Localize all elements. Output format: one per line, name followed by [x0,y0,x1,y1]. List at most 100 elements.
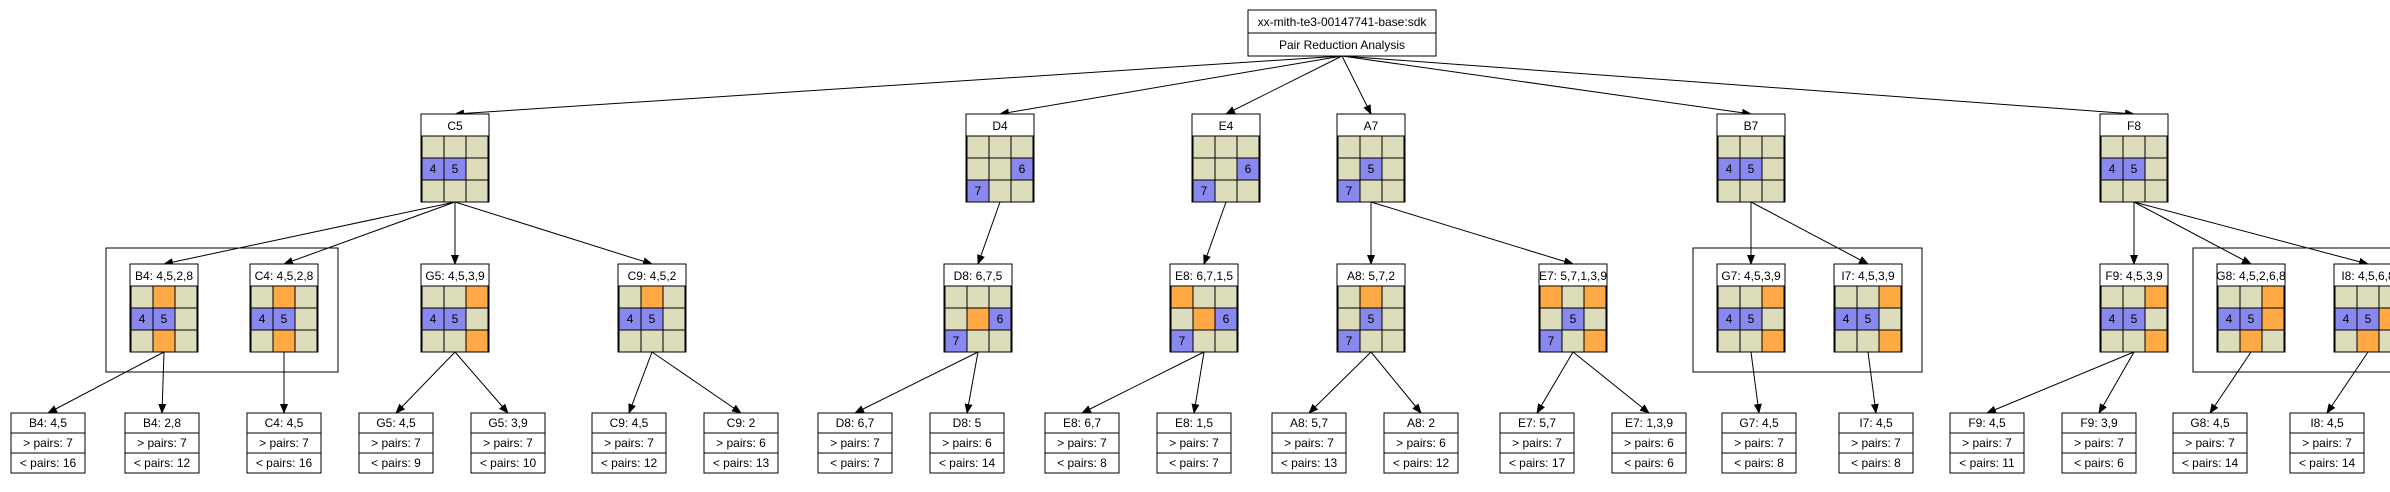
cell-digit: 7 [1201,184,1208,198]
cell-digit: 5 [2248,312,2255,326]
less-pairs: < pairs: 10 [480,456,537,470]
candidate-cell [1236,135,1260,159]
edge-b4-l1 [47,351,165,414]
candidate-cell [1739,135,1763,159]
leaf-node-l4[interactable]: G5: 4,5> pairs: 7< pairs: 9 [358,412,434,474]
leaf-label: I8: 4,5 [2310,416,2344,430]
cell-digit: 5 [1748,312,1755,326]
candidate-cell [2144,179,2168,203]
leaf-node-l6[interactable]: C9: 4,5> pairs: 7< pairs: 12 [591,412,667,474]
cell-digit: 6 [1245,162,1252,176]
candidate-cell [1214,157,1238,181]
candidate-cell [1583,329,1607,353]
candidate-cell [1337,135,1361,159]
leaf-label: E8: 1,5 [1175,416,1213,430]
leaf-frame [1611,412,1687,474]
edge-a8-l13 [1370,351,1422,414]
leaf-node-l11[interactable]: E8: 1,5> pairs: 7< pairs: 7 [1156,412,1232,474]
candidate-cell [1717,329,1741,353]
more-pairs: > pairs: 7 [2302,436,2352,450]
leaf-frame [246,412,322,474]
candidate-cell [174,307,198,331]
leaf-node-l3[interactable]: C4: 4,5> pairs: 7< pairs: 16 [246,412,322,474]
cell-digit: 7 [1346,184,1353,198]
leaf-node-l16[interactable]: G7: 4,5> pairs: 7< pairs: 8 [1721,412,1797,474]
candidate-cell [443,285,467,309]
leaf-node-l13[interactable]: A8: 2> pairs: 6< pairs: 12 [1383,412,1459,474]
leaf-node-l10[interactable]: E8: 6,7> pairs: 7< pairs: 8 [1044,412,1120,474]
leaf-node-l8[interactable]: D8: 6,7> pairs: 7< pairs: 7 [817,412,893,474]
leaf-label: F9: 3,9 [2080,416,2118,430]
leaf-node-l18[interactable]: F9: 4,5> pairs: 7< pairs: 11 [1949,412,2025,474]
edge-root-a7 [1341,55,1372,115]
candidate-cell [1878,329,1902,353]
candidate-cell [966,135,990,159]
less-pairs: < pairs: 14 [2182,456,2239,470]
leaf-node-l2[interactable]: B4: 2,8> pairs: 7< pairs: 12 [124,412,200,474]
candidate-cell [1192,307,1216,331]
candidate-cell [294,329,318,353]
leaf-node-l9[interactable]: D8: 5> pairs: 6< pairs: 14 [929,412,1005,474]
leaf-node-l21[interactable]: I8: 4,5 > pairs: 7 < pairs: 14 [2289,412,2365,474]
node-label: C4: 4,5,2,8 [255,269,314,283]
candidate-cell [1539,285,1563,309]
leaf-label: D8: 5 [953,416,982,430]
leaf-label: B4: 4,5 [29,416,67,430]
candidate-cell [1337,157,1361,181]
candidate-cell [2144,285,2168,309]
edge-root-d4 [999,55,1343,117]
candidate-cell [1337,285,1361,309]
cell-digit: 5 [2131,312,2138,326]
less-pairs: < pairs: 14 [2299,456,2356,470]
leaf-node-l5[interactable]: G5: 3,9> pairs: 7< pairs: 10 [470,412,546,474]
candidate-cell [988,157,1012,181]
leaf-node-l17[interactable]: I7: 4,5> pairs: 7< pairs: 8 [1838,412,1914,474]
candidate-cell [1717,135,1741,159]
candidate-cell [1381,157,1405,181]
grid-node-d8[interactable]: D8: 6,7,567 [943,263,1013,353]
cell-digit: 4 [2226,312,2233,326]
leaf-node-l20[interactable]: G8: 4,5> pairs: 7< pairs: 14 [2172,412,2248,474]
leaf-frame [1044,412,1120,474]
grid-node-e8[interactable]: E8: 6,7,1,567 [1169,263,1239,353]
leaf-node-l19[interactable]: F9: 3,9> pairs: 7< pairs: 6 [2061,412,2137,474]
leaf-frame [124,412,200,474]
leaf-node-l12[interactable]: A8: 5,7> pairs: 7< pairs: 13 [1271,412,1347,474]
cell-digit: 5 [452,162,459,176]
edge-d8-l8 [854,351,979,414]
leaf-label: C4: 4,5 [265,416,304,430]
leaf-node-l15[interactable]: E7: 1,3,9> pairs: 6< pairs: 6 [1611,412,1687,474]
candidate-cell [1739,179,1763,203]
more-pairs: > pairs: 6 [716,436,766,450]
candidate-cell [1561,285,1585,309]
more-pairs: > pairs: 7 [1284,436,1334,450]
leaf-node-l1[interactable]: B4: 4,5> pairs: 7< pairs: 16 [10,412,86,474]
candidate-cell [1214,135,1238,159]
leaf-node-l7[interactable]: C9: 2> pairs: 6< pairs: 13 [703,412,779,474]
candidate-cell [2144,157,2168,181]
grid-node-e7[interactable]: E7: 5,7,1,3,957 [1538,263,1608,353]
candidate-cell [1583,307,1607,331]
grid-node-a8[interactable]: A8: 5,7,257 [1336,263,1406,353]
node-label: E7: 5,7,1,3,9 [1539,269,1607,283]
edge-c9-l6 [628,351,653,414]
less-pairs: < pairs: 16 [256,456,313,470]
cell-digit: 7 [953,334,960,348]
root-node[interactable]: xx-mith-te3-00147741-base:sdk Pair Reduc… [1247,9,1437,57]
leaf-node-l14[interactable]: E7: 5,7> pairs: 7< pairs: 17 [1499,412,1575,474]
